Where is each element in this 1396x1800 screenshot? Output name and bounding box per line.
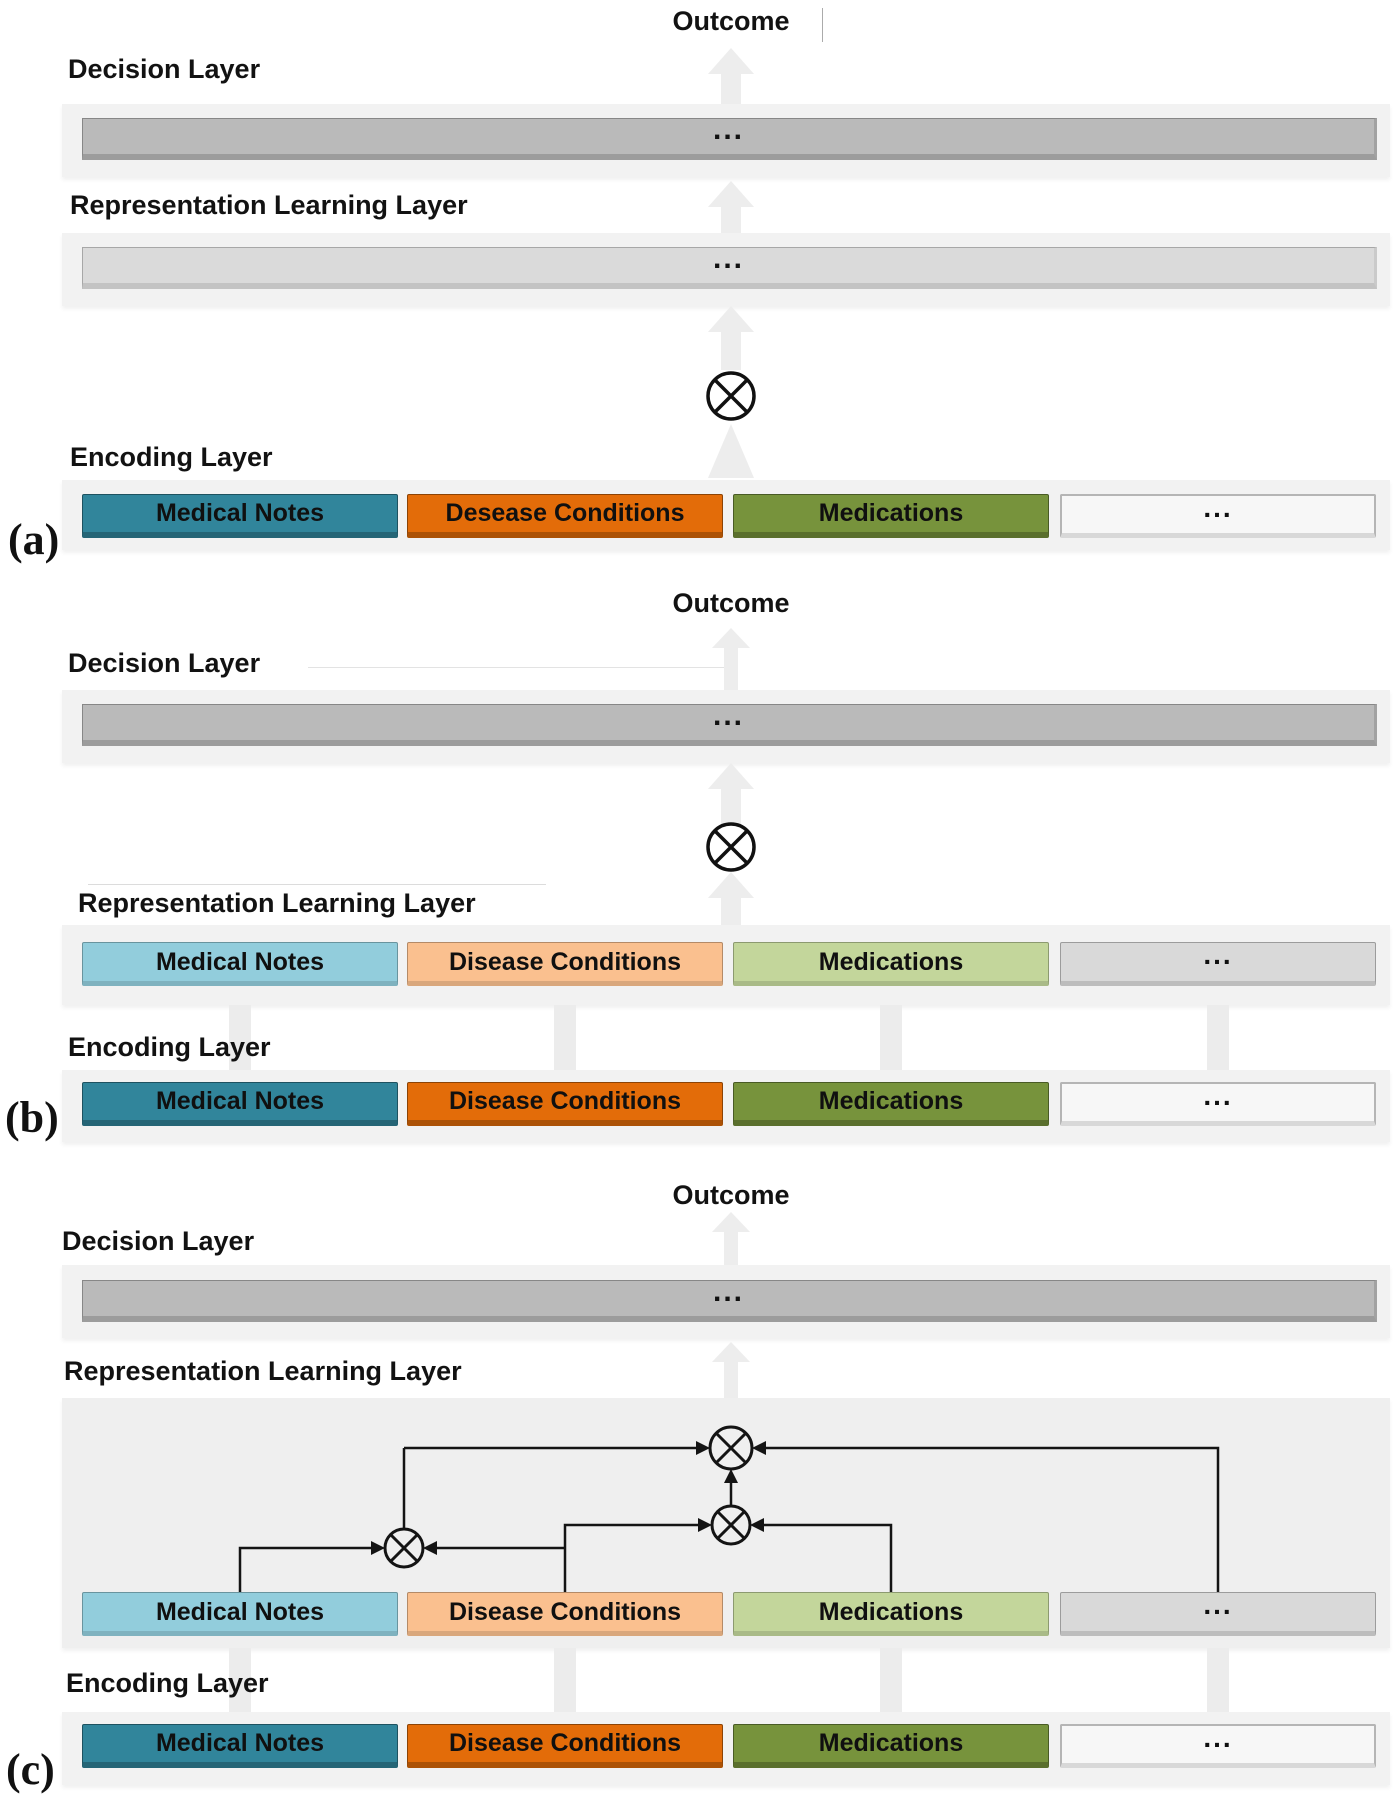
panel-b-representation-layer-label: Representation Learning Layer <box>78 888 476 918</box>
panel-c-representation-layer-label: Representation Learning Layer <box>64 1356 462 1386</box>
encoding-box-disease-conditions: Disease Conditions <box>407 1724 723 1768</box>
panel-c-encoding-layer-label: Encoding Layer <box>66 1668 269 1698</box>
multiply-circle-icon <box>703 368 759 424</box>
up-arrow-icon <box>708 181 754 233</box>
encoding-box-medical-notes: Medical Notes <box>82 494 398 538</box>
panel-a-representation-bar: ... <box>82 242 1377 289</box>
representation-box-ellipsis: ... <box>1060 939 1376 986</box>
column-connector <box>880 1648 902 1712</box>
encoding-box-medications: Medications <box>733 494 1049 538</box>
panel-c-tag: (c) <box>6 1745 55 1794</box>
multiply-circle-icon <box>703 819 759 875</box>
panel-a-encoding-layer-label: Encoding Layer <box>70 442 273 472</box>
divider <box>308 667 730 668</box>
panel-a-tag: (a) <box>8 515 60 564</box>
up-arrow-icon <box>708 763 754 824</box>
panel-b-decision-layer-label: Decision Layer <box>68 648 261 678</box>
ellipsis-text: ... <box>712 241 744 275</box>
column-connector <box>1207 1005 1229 1082</box>
panel-b-encoding-layer-label: Encoding Layer <box>68 1032 271 1062</box>
representation-box-medical-notes: Medical Notes <box>82 1592 398 1636</box>
column-connector <box>229 1005 251 1082</box>
representation-box-disease-conditions: Disease Conditions <box>407 1592 723 1636</box>
encoding-box-medical-notes: Medical Notes <box>82 1082 398 1126</box>
encoding-box-medical-notes: Medical Notes <box>82 1724 398 1768</box>
panel-c-decision-bar: ... <box>82 1275 1377 1322</box>
representation-box-medications: Medications <box>733 942 1049 986</box>
representation-box-ellipsis: ... <box>1060 1589 1376 1636</box>
panel-c-decision-layer-label: Decision Layer <box>62 1226 255 1256</box>
panel-b-outcome-label: Outcome <box>672 588 790 618</box>
up-arrow-icon <box>712 1212 750 1265</box>
encoding-box-ellipsis: ... <box>1060 1722 1376 1768</box>
panel-a-decision-bar: ... <box>82 113 1377 160</box>
column-connector <box>229 1648 251 1712</box>
encoding-box-medications: Medications <box>733 1082 1049 1126</box>
panel-a-representation-layer-label: Representation Learning Layer <box>70 190 468 220</box>
ellipsis-text: ... <box>712 1274 744 1308</box>
panel-c-outcome-label: Outcome <box>672 1180 790 1210</box>
panel-b-decision-bar: ... <box>82 699 1377 746</box>
divider <box>822 8 823 42</box>
encoding-box-medications: Medications <box>733 1724 1049 1768</box>
representation-box-medications: Medications <box>733 1592 1049 1636</box>
column-connector <box>554 1648 576 1712</box>
representation-box-medical-notes: Medical Notes <box>82 942 398 986</box>
column-connector <box>1207 1648 1229 1712</box>
up-arrow-icon <box>708 424 754 480</box>
column-connector <box>880 1005 902 1082</box>
column-connector <box>554 1005 576 1082</box>
encoding-box-ellipsis: ... <box>1060 1080 1376 1126</box>
ellipsis-text: ... <box>712 698 744 732</box>
encoding-box-disease-conditions: Desease Conditions <box>407 494 723 538</box>
panel-a-decision-layer-label: Decision Layer <box>68 54 261 84</box>
encoding-box-disease-conditions: Disease Conditions <box>407 1082 723 1126</box>
up-arrow-icon <box>708 872 754 925</box>
ellipsis-text: ... <box>712 112 744 146</box>
up-arrow-icon <box>712 628 750 690</box>
up-arrow-icon <box>708 48 754 104</box>
up-arrow-icon <box>712 1342 750 1398</box>
panel-a-outcome-label: Outcome <box>672 6 790 36</box>
panel-b-tag: (b) <box>5 1093 59 1142</box>
encoding-box-ellipsis: ... <box>1060 492 1376 538</box>
divider <box>88 884 546 885</box>
representation-box-disease-conditions: Disease Conditions <box>407 942 723 986</box>
up-arrow-icon <box>708 306 754 370</box>
